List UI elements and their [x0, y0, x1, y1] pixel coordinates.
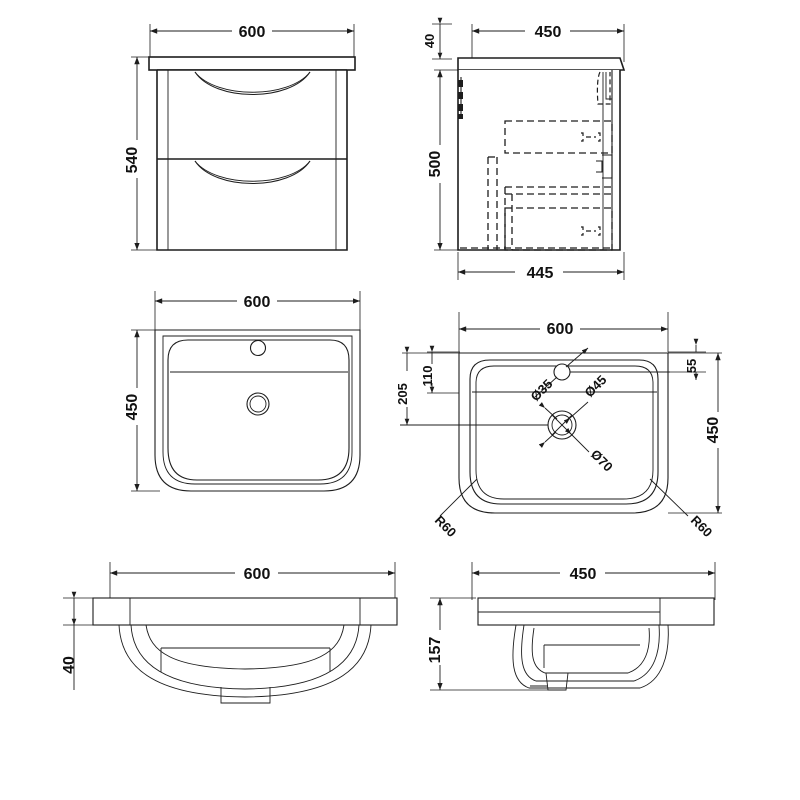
- basin-detail-bowl-outline: [469, 359, 659, 505]
- hinge-mark: [458, 114, 463, 119]
- basin-rim-slab-side: [477, 597, 715, 626]
- upper-drawer-runner-bracket: [581, 132, 584, 142]
- lower-drawer-runner-bracket: [598, 226, 601, 236]
- lower-drawer-handle-recess: [194, 160, 311, 184]
- hinge-mark: [458, 92, 463, 99]
- dim-label-basin-plan-width: 600: [244, 294, 271, 311]
- leader-line-dia70: [564, 427, 590, 453]
- view-cabinet-side-elevation: 40 450 500 445: [422, 17, 626, 282]
- waste-outlet-inner: [551, 414, 573, 436]
- dim-label-cabinet-depth: 450: [535, 24, 562, 41]
- dim-label-cabinet-width: 600: [239, 24, 266, 41]
- lower-drawer-runner-bracket: [581, 226, 584, 236]
- upper-drawer-handle-recess-inner: [194, 71, 311, 93]
- leader-line-r60-left: [439, 478, 478, 517]
- mid-handle-inner: [596, 160, 603, 173]
- waste-boss-side: [545, 672, 569, 691]
- dim-label-r60-right: R60: [688, 513, 715, 540]
- hinge-marks: [458, 77, 463, 119]
- dim-label-basin-detail-depth: 450: [705, 417, 722, 444]
- upper-handle-edge: [605, 72, 612, 100]
- upper-drawer-runner-bracket: [598, 132, 601, 142]
- bowl-profile-outer: [512, 624, 669, 689]
- counter-slab-side: [457, 57, 626, 71]
- view-cabinet-front-elevation: 600 540: [124, 24, 356, 251]
- cabinet-carcass-side: [457, 70, 621, 251]
- waste-outlet-inner: [249, 395, 267, 413]
- bowl-profile-mid: [521, 624, 660, 682]
- leader-line-r60-right: [649, 478, 689, 517]
- dim-label-cabinet-height: 540: [124, 147, 141, 174]
- hinge-mark: [458, 80, 463, 87]
- hinge-mark: [458, 104, 463, 111]
- dim-label-r60-left: R60: [432, 513, 459, 540]
- dim-label-carcass-depth: 445: [527, 265, 554, 282]
- dim-label-110: 110: [420, 366, 435, 387]
- view-basin-plan-detail: 600 205 110 55 450: [395, 312, 722, 540]
- basin-inner-rim: [162, 335, 353, 485]
- dim-label-205: 205: [395, 383, 410, 405]
- upper-drawer-handle-recess: [194, 71, 311, 95]
- leader-line-dia35: [534, 376, 558, 398]
- view-basin-front-section: 600 40: [61, 562, 398, 704]
- tap-hole: [249, 339, 267, 357]
- dim-label-basin-plan-depth: 450: [124, 394, 141, 421]
- dim-label-basin-rim-thickness: 40: [61, 656, 78, 674]
- cabinet-body: [156, 70, 348, 251]
- view-basin-side-section: 450 157: [427, 562, 716, 691]
- bowl-profile-inner: [531, 627, 650, 674]
- lower-drawer-handle-recess-inner: [194, 160, 311, 182]
- basin-bowl-outline: [167, 339, 350, 481]
- bowl-underside-outer: [118, 624, 372, 698]
- lower-drawer-box: [504, 207, 613, 251]
- dim-label-basin-side-depth: 450: [570, 566, 597, 583]
- tap-hole: [553, 363, 571, 381]
- basin-rim-slab: [92, 597, 398, 626]
- leader-line-dia45: [538, 402, 558, 420]
- dim-label-basin-front-width: 600: [244, 566, 271, 583]
- bowl-underside-inner2: [145, 624, 345, 670]
- dim-label-basin-detail-width: 600: [547, 321, 574, 338]
- bowl-underside-inner: [130, 624, 360, 690]
- dim-label-top-thickness: 40: [422, 34, 437, 48]
- counter-slab: [148, 56, 356, 71]
- view-basin-plan-simple: 600 450: [124, 291, 361, 492]
- waste-boss: [220, 687, 271, 704]
- upper-drawer-box: [504, 120, 613, 154]
- leader-line-dia45: [563, 401, 589, 424]
- mid-handle-profile: [602, 154, 613, 179]
- dim-label-cabinet-side-height: 500: [427, 151, 444, 178]
- basin-detail-bowl-inner: [475, 365, 654, 500]
- upper-handle-profile: [596, 71, 611, 105]
- leader-line-dia70: [538, 431, 557, 448]
- leader-line-dia35: [565, 347, 589, 368]
- dim-label-55: 55: [684, 359, 699, 373]
- dim-label-basin-side-height: 157: [427, 637, 444, 664]
